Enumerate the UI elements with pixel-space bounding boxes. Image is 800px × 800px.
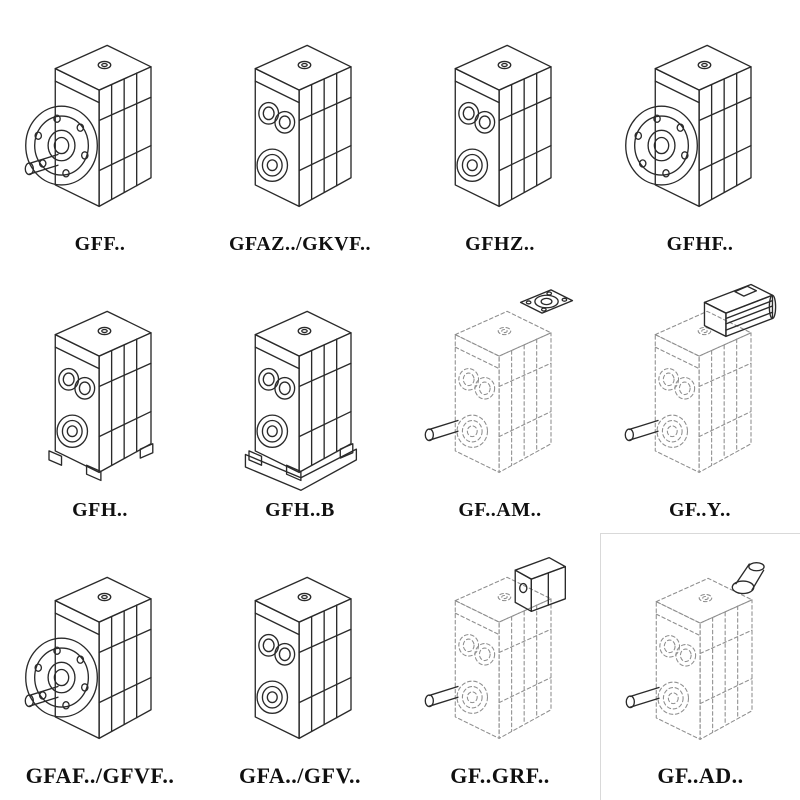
catalog-item-gfaf-gfvf: GFAF../GFVF.. bbox=[0, 533, 200, 800]
gearbox-drawing-flange-no-shaft bbox=[615, 8, 785, 233]
gearbox-drawing-flange-mounted bbox=[15, 541, 185, 763]
product-label: GFH..B bbox=[265, 499, 335, 522]
product-label: GFF.. bbox=[74, 232, 126, 255]
product-label: GF..GRF.. bbox=[450, 762, 550, 788]
gearbox-drawing-foot-mounted-base bbox=[215, 275, 385, 500]
catalog-item-gfhf: GFHF.. bbox=[600, 0, 800, 267]
gearbox-drawing-hollow-shaft bbox=[215, 8, 385, 233]
catalog-item-gfaz-gkvf: GFAZ../GKVF.. bbox=[200, 0, 400, 267]
gearbox-drawing-phantom-input-shaft bbox=[616, 542, 786, 763]
catalog-item-gf-y: GF..Y.. bbox=[600, 267, 800, 534]
product-label: GFHF.. bbox=[666, 232, 734, 255]
catalog-item-gfh-b: GFH..B bbox=[200, 267, 400, 534]
catalog-item-gf-ad: GF..AD.. bbox=[600, 533, 800, 800]
product-label: GFAF../GFVF.. bbox=[25, 762, 175, 788]
product-label: GFH.. bbox=[72, 499, 128, 522]
gearbox-drawing-hollow-shaft bbox=[215, 541, 385, 763]
product-label: GFHZ.. bbox=[465, 232, 535, 255]
gearbox-drawing-flange-mounted bbox=[15, 8, 185, 233]
catalog-item-gfa-gfv: GFA../GFV.. bbox=[200, 533, 400, 800]
catalog-item-gfh: GFH.. bbox=[0, 267, 200, 534]
gearbox-drawing-foot-mounted bbox=[15, 275, 185, 500]
gearbox-drawing-hollow-shaft bbox=[415, 8, 585, 233]
catalog-item-gf-grf: GF..GRF.. bbox=[400, 533, 600, 800]
catalog-item-gfhz: GFHZ.. bbox=[400, 0, 600, 267]
product-label: GFAZ../GKVF.. bbox=[228, 232, 372, 255]
gearbox-drawing-phantom-input-flange bbox=[415, 275, 585, 500]
product-label: GF..AD.. bbox=[657, 762, 744, 788]
product-label: GF..Y.. bbox=[668, 499, 732, 522]
catalog-item-gf-am: GF..AM.. bbox=[400, 267, 600, 534]
product-label: GF..AM.. bbox=[458, 499, 542, 522]
gearbox-drawing-phantom-adapter bbox=[415, 541, 585, 763]
product-label: GFA../GFV.. bbox=[238, 762, 362, 788]
gearbox-drawing-phantom-motor bbox=[615, 275, 785, 500]
catalog-item-gff: GFF.. bbox=[0, 0, 200, 267]
